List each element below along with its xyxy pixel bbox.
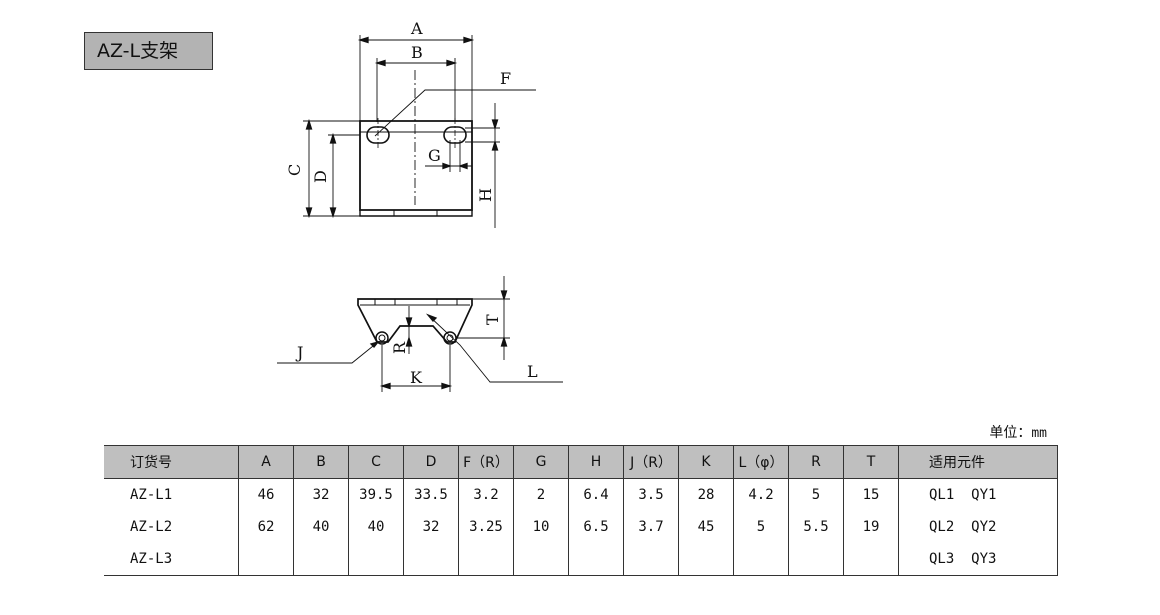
- col-header-a: A: [238, 445, 294, 479]
- table-cell: AZ-L1: [130, 487, 173, 503]
- table-row: AZ-L2 62 40 40 32 3.25 10 6.5 3.7 45 5 5…: [104, 511, 1058, 543]
- dim-label-K: K: [410, 368, 423, 387]
- dim-label-B: B: [411, 43, 423, 62]
- table-cell: [348, 543, 404, 576]
- dim-label-G: G: [428, 146, 441, 165]
- col-header-c: C: [348, 445, 404, 479]
- dim-label-R: R: [390, 341, 409, 354]
- table-cell: 2: [513, 478, 569, 511]
- table-cell: 19: [843, 511, 899, 543]
- dim-label-H: H: [476, 188, 495, 202]
- table-cell: QL3 QY3: [898, 543, 1058, 576]
- table-cell: 32: [403, 511, 459, 543]
- table-cell: 62: [238, 511, 294, 543]
- table-cell: [293, 543, 349, 576]
- left-pin-hole: [375, 331, 389, 345]
- table-cell: 6.4: [568, 478, 624, 511]
- page-title: AZ-L支架: [84, 32, 213, 70]
- dim-label-J: J: [295, 343, 303, 362]
- table-cell: 10: [513, 511, 569, 543]
- table-cell: [623, 543, 679, 576]
- table-row: AZ-L1 46 32 39.5 33.5 3.2 2 6.4 3.5 28 4…: [104, 478, 1058, 511]
- dim-label-C: C: [285, 164, 304, 176]
- table-cell: AZ-L3: [104, 543, 239, 576]
- table-cell: 39.5: [348, 478, 404, 511]
- table-cell: [788, 543, 844, 576]
- col-header-l: L（φ）: [733, 445, 789, 479]
- table-cell: QL1 QY1: [898, 478, 1058, 511]
- table-cell: 3.7: [623, 511, 679, 543]
- table-cell: 5: [788, 478, 844, 511]
- table-cell: 32: [293, 478, 349, 511]
- table-cell: 6.5: [568, 511, 624, 543]
- table-cell: [513, 543, 569, 576]
- table-cell: 3.5: [623, 478, 679, 511]
- dim-label-D: D: [311, 170, 330, 183]
- table-cell: 5: [733, 511, 789, 543]
- table-cell: 45: [678, 511, 734, 543]
- dim-label-L: L: [527, 362, 538, 381]
- table-cell: [843, 543, 899, 576]
- table-cell: 40: [348, 511, 404, 543]
- spec-table: 订货号 A B C D F（R） G H J（R） K L（φ） R T 适用元…: [104, 445, 1058, 576]
- table-cell: [403, 543, 459, 576]
- table-cell: 5.5: [788, 511, 844, 543]
- table-cell: 3.2: [458, 478, 514, 511]
- table-cell: 33.5: [403, 478, 459, 511]
- table-cell: 3.25: [458, 511, 514, 543]
- table-cell: 40: [293, 511, 349, 543]
- table-cell: 15: [843, 478, 899, 511]
- table-cell: AZ-L2: [130, 519, 173, 535]
- col-header-order-no: 订货号: [104, 445, 239, 479]
- bracket-drawing: A B F G C D H T R J L K: [277, 19, 563, 392]
- table-row: AZ-L3 QL3 QY3: [104, 543, 1058, 576]
- table-cell: [568, 543, 624, 576]
- table-header-row: 订货号 A B C D F（R） G H J（R） K L（φ） R T 适用元…: [104, 445, 1058, 479]
- col-header-d: D: [403, 445, 459, 479]
- col-header-j: J（R）: [623, 445, 679, 479]
- col-header-t: T: [843, 445, 899, 479]
- unit-label: 单位：: [989, 425, 1032, 441]
- table-cell: [678, 543, 734, 576]
- col-header-k: K: [678, 445, 734, 479]
- table-cell: [733, 543, 789, 576]
- col-header-r: R: [788, 445, 844, 479]
- unit-note: 单位：mm: [989, 422, 1047, 442]
- table-cell: 4.2: [733, 478, 789, 511]
- dim-label-A: A: [410, 19, 423, 38]
- col-header-b: B: [293, 445, 349, 479]
- dim-label-T: T: [483, 314, 502, 325]
- col-header-f: F（R）: [458, 445, 514, 479]
- unit-value: mm: [1031, 426, 1047, 441]
- col-header-h: H: [568, 445, 624, 479]
- col-header-g: G: [513, 445, 569, 479]
- table-cell: 28: [678, 478, 734, 511]
- table-cell: [238, 543, 294, 576]
- table-cell: 46: [238, 478, 294, 511]
- table-cell: [458, 543, 514, 576]
- dim-label-F: F: [500, 69, 511, 88]
- col-header-components: 适用元件: [898, 445, 1058, 479]
- right-pin-hole: [443, 331, 457, 345]
- table-cell: QL2 QY2: [898, 511, 1058, 543]
- bracket-side-outline: [357, 298, 473, 343]
